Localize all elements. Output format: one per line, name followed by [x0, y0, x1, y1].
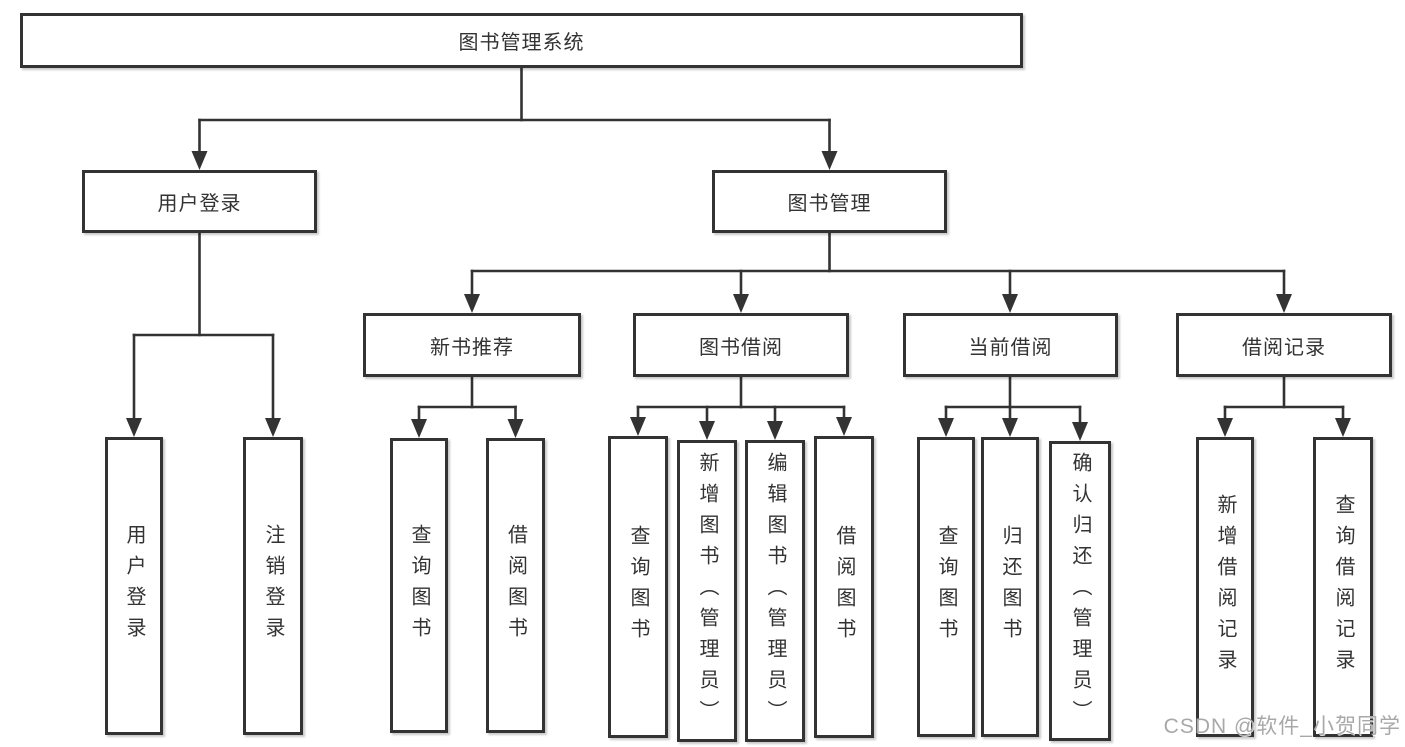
leaf-label: 借阅图书: [504, 523, 527, 648]
node-root-label: 图书管理系统: [458, 32, 585, 54]
node-borrow-records: 借阅记录: [1176, 313, 1392, 377]
connector-book-borrow-children: [630, 375, 852, 440]
leaf-return-book: 归还图书: [981, 437, 1039, 737]
leaf-edit-book-admin: 编辑图书（管理员）: [745, 440, 805, 742]
leaf-label: 用户登录: [123, 524, 145, 648]
leaf-label: 新增借阅记录: [1214, 494, 1236, 680]
leaf-confirm-return-admin: 确认归还（管理员）: [1049, 441, 1111, 741]
leaf-borrow-book-1: 借阅图书: [486, 438, 545, 733]
connector-current-borrow-children: [938, 375, 1088, 441]
leaf-label: 新增图书（管理员）: [696, 451, 718, 731]
connector-root-to-level2: [191, 66, 838, 170]
leaf-label: 编辑图书（管理员）: [764, 451, 786, 731]
leaf-query-book-2: 查询图书: [608, 436, 668, 738]
leaf-query-book-3: 查询图书: [917, 437, 975, 737]
leaf-label: 查询借阅记录: [1332, 494, 1354, 680]
leaf-label: 归还图书: [999, 525, 1021, 649]
leaf-label: 查询图书: [627, 525, 649, 649]
node-label: 图书管理: [787, 193, 872, 215]
leaf-add-borrow-record: 新增借阅记录: [1196, 437, 1254, 737]
node-book-management-module: 图书管理: [712, 170, 947, 233]
node-label: 图书借阅: [699, 336, 783, 359]
node-root-system: 图书管理系统: [20, 13, 1023, 68]
node-user-login-module: 用户登录: [82, 170, 317, 233]
node-new-book-recommend: 新书推荐: [363, 313, 581, 377]
leaf-borrow-book-2: 借阅图书: [814, 436, 874, 738]
leaf-label: 确认归还（管理员）: [1069, 451, 1091, 731]
leaf-add-book-admin: 新增图书（管理员）: [677, 440, 737, 742]
connector-book-mgmt-to-level3: [464, 231, 1292, 313]
connector-new-book-children: [411, 375, 524, 438]
connector-user-login-children: [126, 231, 281, 437]
node-label: 借阅记录: [1242, 336, 1326, 359]
node-book-borrow: 图书借阅: [633, 313, 849, 377]
leaf-label: 注销登录: [262, 524, 284, 648]
node-label: 新书推荐: [430, 336, 514, 359]
node-current-borrow: 当前借阅: [903, 313, 1118, 377]
node-label: 当前借阅: [968, 336, 1053, 359]
connector-borrow-record-children: [1217, 375, 1351, 437]
leaf-user-login: 用户登录: [105, 437, 163, 735]
leaf-query-borrow-record: 查询借阅记录: [1313, 437, 1373, 737]
node-label: 用户登录: [157, 193, 242, 215]
leaf-label: 查询图书: [408, 523, 430, 648]
leaf-query-book-1: 查询图书: [390, 438, 448, 733]
leaf-label: 借阅图书: [833, 525, 855, 649]
leaf-logout: 注销登录: [243, 437, 303, 735]
leaf-label: 查询图书: [935, 525, 957, 649]
